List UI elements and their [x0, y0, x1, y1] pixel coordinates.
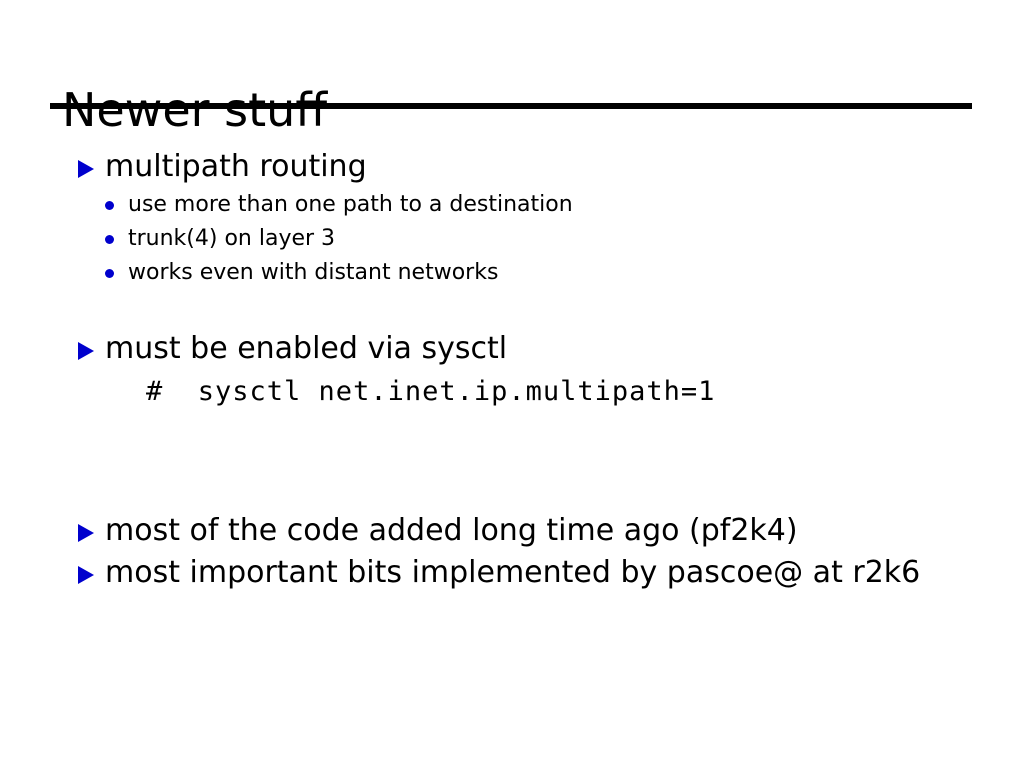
dot-bullet-icon	[105, 201, 114, 210]
triangle-bullet-icon	[78, 524, 94, 542]
dot-bullet-icon	[105, 269, 114, 278]
bullet-level2-use-more-than-one-path: use more than one path to a destination	[0, 188, 1024, 222]
bullet-level1-multipath-routing: multipath routing	[0, 146, 1024, 188]
bullet-level2-trunk-layer3: trunk(4) on layer 3	[0, 222, 1024, 256]
triangle-bullet-icon	[78, 342, 94, 360]
triangle-bullet-icon	[78, 566, 94, 584]
bullet-level1-code-added-long-time-ago: most of the code added long time ago (pf…	[0, 510, 1024, 552]
dot-bullet-icon	[105, 235, 114, 244]
bullet-level1-label: multipath routing	[105, 149, 367, 184]
section-spacer-large	[0, 414, 1024, 510]
bullet-level1-must-be-enabled-via-sysctl: must be enabled via sysctl	[0, 328, 1024, 370]
page-title: Newer stuff	[62, 83, 327, 137]
slide-title-text: Newer stuff	[62, 82, 328, 137]
sysctl-command-line: # sysctl net.inet.ip.multipath=1	[146, 376, 716, 407]
bullet-level1-label: most of the code added long time ago (pf…	[105, 513, 798, 548]
title-underline-rule	[50, 103, 972, 109]
section-multipath-routing: multipath routing use more than one path…	[0, 146, 1024, 290]
bullet-level1-label: most important bits implemented by pasco…	[105, 555, 921, 590]
bullet-level2-distant-networks: works even with distant networks	[0, 256, 1024, 290]
bullet-level1-label: must be enabled via sysctl	[105, 331, 508, 366]
section-enable-sysctl: must be enabled via sysctl # sysctl net.…	[0, 328, 1024, 414]
section-spacer	[0, 290, 1024, 328]
triangle-bullet-icon	[78, 160, 94, 178]
slide-body: multipath routing use more than one path…	[0, 146, 1024, 594]
section-history: most of the code added long time ago (pf…	[0, 510, 1024, 594]
bullet-level1-implemented-by-pascoe: most important bits implemented by pasco…	[0, 552, 1024, 594]
bullet-level2-label: trunk(4) on layer 3	[128, 226, 336, 251]
bullet-level2-label: use more than one path to a destination	[128, 192, 573, 217]
bullet-level2-label: works even with distant networks	[128, 260, 499, 285]
